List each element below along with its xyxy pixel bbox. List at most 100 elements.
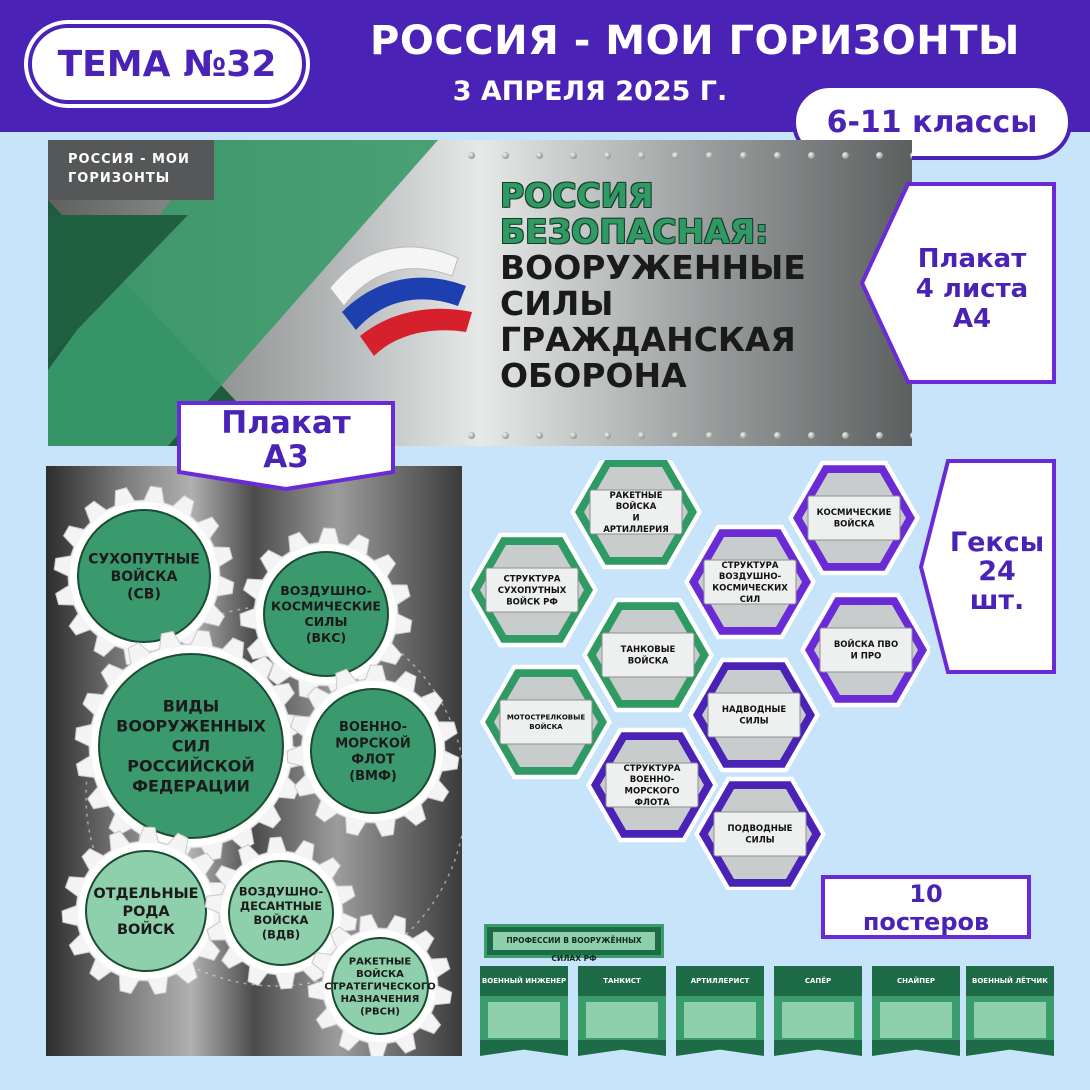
rivet-icon — [672, 432, 679, 439]
rivet-icon — [910, 432, 912, 439]
page-title: РОССИЯ - МОИ ГОРИЗОНТЫ — [370, 18, 1020, 64]
profession-text-tile — [880, 1002, 952, 1038]
banner-line6: ОБОРОНА — [500, 356, 687, 395]
hex-label: СИЛ — [740, 595, 760, 605]
callout-sheets: Плакат 4 листа А4 — [904, 244, 1040, 334]
hex-label: ФЛОТА — [634, 798, 670, 808]
rivet-icon — [604, 152, 611, 159]
profession-text-tile — [488, 1002, 560, 1038]
hex-card-6: ВОЙСКА ПВО И ПРО — [800, 592, 930, 708]
gear-label: ВОЙСКА — [111, 568, 178, 585]
profession-poster: ВОЕННЫЙ ИНЖЕНЕР — [480, 966, 568, 1056]
banner-line2: БЕЗОПАСНАЯ: — [500, 212, 769, 251]
callout-posters-line2: постеров — [862, 908, 990, 936]
gear-label: ВОЕННО- — [339, 720, 407, 735]
gear-label: ВОЙСКА — [356, 967, 404, 980]
rivet-icon — [468, 432, 475, 439]
callout-a3-frame — [177, 401, 395, 492]
profession-title: СНАЙПЕР — [872, 966, 960, 996]
banner-line4: СИЛЫ — [500, 284, 614, 323]
rivet-icon — [536, 432, 543, 439]
profession-title: ВОЕННЫЙ ЛЁТЧИК — [966, 966, 1054, 996]
gear-label: КОСМИЧЕСКИЕ — [271, 599, 381, 614]
hex-plate — [605, 762, 699, 808]
hex-plate — [589, 489, 683, 535]
callout-hexes-line1: Гексы — [949, 527, 1045, 558]
banner-brand-block: РОССИЯ - МОИ ГОРИЗОНТЫ — [48, 140, 214, 200]
hex-label: И ПРО — [851, 652, 882, 662]
rivet-icon — [740, 432, 747, 439]
profession-pennant-tail — [872, 1040, 960, 1056]
gear-face — [331, 937, 429, 1035]
banner-line3: ВООРУЖЕННЫЕ — [500, 248, 806, 287]
gear-face — [263, 551, 389, 677]
profession-body — [966, 996, 1054, 1042]
hex-label: ВОЙСК РФ — [506, 595, 558, 607]
profession-pennant-tail — [676, 1040, 764, 1056]
hex-label: СТРУКТУРА — [624, 764, 681, 774]
callout-sheets-frame — [859, 182, 1056, 384]
gear-label: СИЛ — [172, 737, 210, 756]
russian-flag-ribbon-icon — [329, 246, 472, 356]
hex-plate — [499, 699, 593, 745]
gear-label: ФЕДЕРАЦИИ — [132, 777, 250, 796]
rivet-icon — [468, 152, 475, 159]
rivet-icon — [536, 152, 543, 159]
banner-light-stripe — [48, 140, 438, 446]
gear-label: ДЕСАНТНЫЕ — [240, 899, 322, 913]
rivet-icon — [842, 432, 849, 439]
profession-pennant-tail — [578, 1040, 666, 1056]
banner-line1: РОССИЯ — [500, 176, 654, 215]
profession-pennant-tail — [774, 1040, 862, 1056]
rivet-icon — [876, 152, 883, 159]
gear-label: ФЛОТ — [351, 753, 395, 768]
hex-label: И — [632, 514, 639, 524]
gear-label: (ВДВ) — [262, 928, 300, 942]
rivet-icon — [842, 152, 849, 159]
hex-set: РАКЕТНЫЕВОЙСКАИАРТИЛЛЕРИЯКОСМИЧЕСКИЕВОЙС… — [470, 460, 930, 890]
gear-label: (ВКС) — [306, 630, 346, 645]
profession-poster: ВОЕННЫЙ ЛЁТЧИК — [966, 966, 1054, 1056]
hex-plate — [601, 632, 695, 678]
banner-shade — [48, 215, 188, 360]
rivet-icon — [774, 152, 781, 159]
gear-face — [310, 688, 436, 814]
profession-body — [872, 996, 960, 1042]
hex-plate — [707, 692, 801, 738]
profession-poster: ТАНКИСТ — [578, 966, 666, 1056]
gear-label: СИЛЫ — [305, 614, 348, 629]
hex-label: СТРУКТУРА — [504, 575, 561, 585]
hex-label: МОТОСТРЕЛКОВЫЕ — [507, 714, 586, 722]
hex-plate — [713, 811, 807, 857]
gear-label: ОТДЕЛЬНЫЕ — [93, 886, 198, 902]
hex-label: СИЛЫ — [739, 717, 768, 727]
rivet-icon — [638, 432, 645, 439]
hex-label: РАКЕТНЫЕ — [609, 491, 662, 501]
profession-poster: АРТИЛЛЕРИСТ — [676, 966, 764, 1056]
gear-face — [98, 653, 284, 839]
hex-label: СУХОПУТНЫХ — [498, 586, 567, 596]
profession-pennant-tail — [480, 1040, 568, 1056]
topic-label: ТЕМА №32 — [57, 43, 277, 85]
callout-posters-frame — [821, 875, 1031, 939]
gear-label: НАЗНАЧЕНИЯ — [341, 994, 420, 1005]
hex-label: ВОЙСКА ПВО — [834, 638, 898, 650]
gear-label: ВОЙСКА — [254, 912, 309, 927]
profession-title: ТАНКИСТ — [578, 966, 666, 996]
rivet-icon — [570, 152, 577, 159]
gear-label: РОДА — [122, 904, 170, 920]
callout-hexes-line2: 24 — [978, 556, 1016, 587]
hex-label: ВОЙСКА — [529, 722, 563, 731]
profession-poster: СНАЙПЕР — [872, 966, 960, 1056]
gear-label: РАКЕТНЫЕ — [349, 957, 412, 968]
profession-text-tile — [974, 1002, 1046, 1038]
callout-a3: Плакат А3 — [180, 406, 392, 474]
gear-label: МОРСКОЙ — [335, 735, 411, 751]
